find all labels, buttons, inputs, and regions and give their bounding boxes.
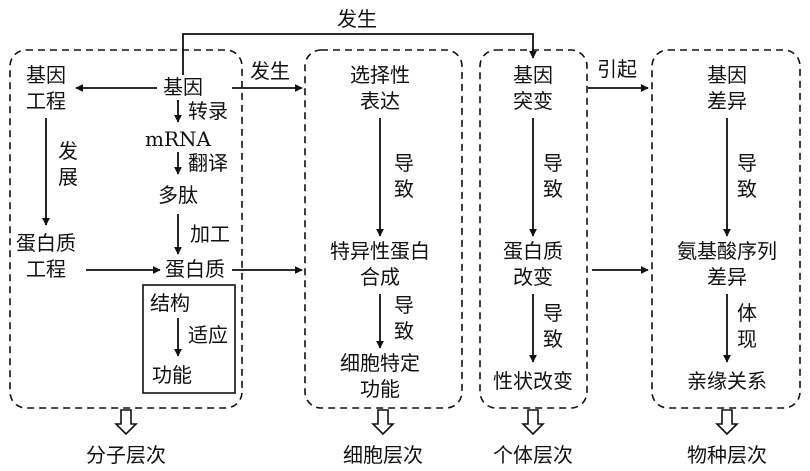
specific-protein-line1: 特异性蛋白	[330, 239, 430, 263]
protein-engineering-line1: 蛋白质	[16, 231, 76, 255]
gene-engineering-line1: 基因	[26, 63, 66, 87]
cell-function-line2: 功能	[360, 377, 400, 401]
gene-diff-line2: 差异	[707, 89, 747, 113]
protein-change-line1: 蛋白质	[503, 239, 563, 263]
aa-diff-line2: 差异	[707, 265, 747, 289]
gene-engineering-line2: 工程	[26, 89, 66, 113]
level-label-molecular: 分子层次	[86, 443, 166, 467]
transcription-label: 转录	[188, 99, 228, 123]
processing-label: 加工	[190, 222, 230, 246]
structure-function-box	[142, 284, 236, 394]
species-cause-label-b: 致	[737, 177, 757, 201]
individual-hollow-arrow	[521, 409, 545, 436]
molecular-level-box	[9, 49, 243, 409]
level-label-species: 物种层次	[687, 443, 767, 467]
aa-diff-line1: 氨基酸序列	[677, 239, 777, 263]
cell-cause-label-2b: 致	[394, 319, 414, 343]
gene-diff-line1: 基因	[707, 63, 747, 87]
cell-function-line1: 细胞特定	[340, 351, 420, 375]
cellular-level-box	[304, 49, 463, 409]
develop-label-1: 发	[58, 139, 78, 163]
mrna-node: mRNA	[145, 127, 212, 151]
reflect-label-a: 体	[737, 301, 757, 325]
selective-expression-line1: 选择性	[350, 63, 410, 87]
kinship-node: 亲缘关系	[687, 369, 767, 393]
individual-cause-label-1b: 致	[543, 177, 563, 201]
selective-expression-line2: 表达	[360, 89, 400, 113]
specific-protein-line2: 合成	[360, 265, 400, 289]
individual-cause-label-2b: 致	[543, 327, 563, 351]
level-label-individual: 个体层次	[493, 443, 573, 467]
trait-change-node: 性状改变	[493, 369, 573, 393]
protein-node: 蛋白质	[165, 257, 225, 281]
function-node: 功能	[152, 363, 192, 387]
occur-connector-arrow	[182, 33, 537, 75]
occur-link-label: 发生	[250, 59, 290, 83]
translation-label: 翻译	[188, 151, 228, 175]
top-occur-label: 发生	[337, 7, 377, 31]
protein-engineering-line2: 工程	[26, 257, 66, 281]
species-cause-label-a: 导	[737, 151, 757, 175]
cell-cause-label-1a: 导	[394, 151, 414, 175]
molecular-hollow-arrow	[114, 409, 138, 436]
cell-cause-label-1b: 致	[394, 177, 414, 201]
protein-change-line2: 改变	[513, 265, 553, 289]
cellular-hollow-arrow	[371, 409, 395, 436]
species-hollow-arrow	[715, 409, 739, 436]
species-level-box	[651, 49, 801, 409]
mutation-line1: 基因	[513, 63, 553, 87]
gene-node: 基因	[163, 75, 203, 99]
individual-cause-label-1a: 导	[543, 151, 563, 175]
level-label-cellular: 细胞层次	[343, 443, 423, 467]
cell-cause-label-2a: 导	[394, 293, 414, 317]
develop-label-2: 展	[58, 165, 78, 189]
cause-link-label: 引起	[597, 57, 637, 81]
adapt-label: 适应	[188, 323, 228, 347]
structure-node: 结构	[150, 291, 190, 315]
polypeptide-node: 多肽	[158, 183, 198, 207]
reflect-label-b: 现	[737, 327, 757, 351]
individual-cause-label-2a: 导	[543, 301, 563, 325]
mutation-line2: 突变	[513, 89, 553, 113]
